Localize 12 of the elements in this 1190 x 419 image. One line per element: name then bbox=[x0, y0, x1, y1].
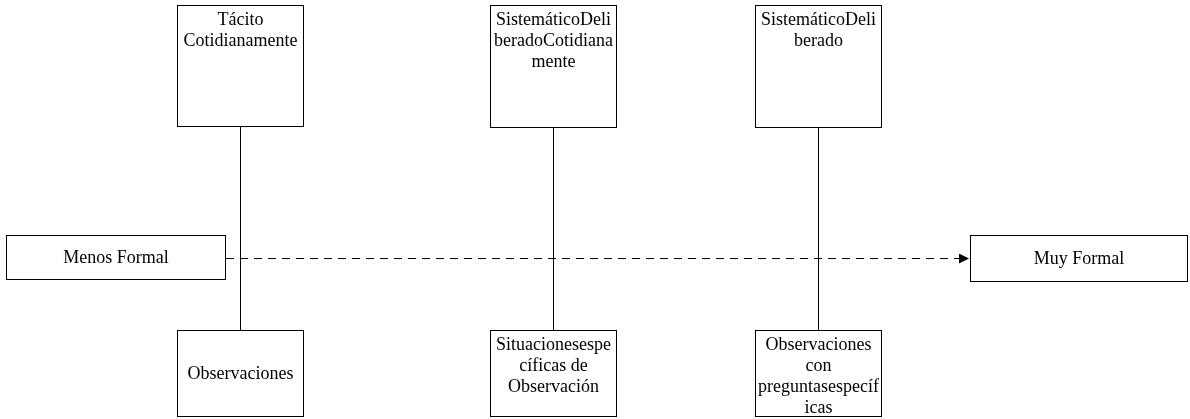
connector-line bbox=[553, 127, 554, 331]
text-box: Observaciones bbox=[177, 330, 304, 417]
text-box: SistemáticoDeliberadoCotidianamente bbox=[490, 5, 617, 128]
text-box: SistemáticoDeliberado bbox=[755, 5, 882, 128]
connector-line bbox=[240, 126, 241, 331]
text-box: Tácito Cotidianamente bbox=[177, 5, 304, 127]
connector-line bbox=[818, 127, 819, 331]
dashed-arrow bbox=[225, 253, 969, 264]
text-box: Muy Formal bbox=[970, 235, 1188, 282]
text-box: Menos Formal bbox=[6, 235, 226, 280]
text-box: Situacionesespecíficas de Observación bbox=[490, 330, 617, 417]
text-box: Observaciones con preguntasespecíficas bbox=[755, 330, 882, 417]
